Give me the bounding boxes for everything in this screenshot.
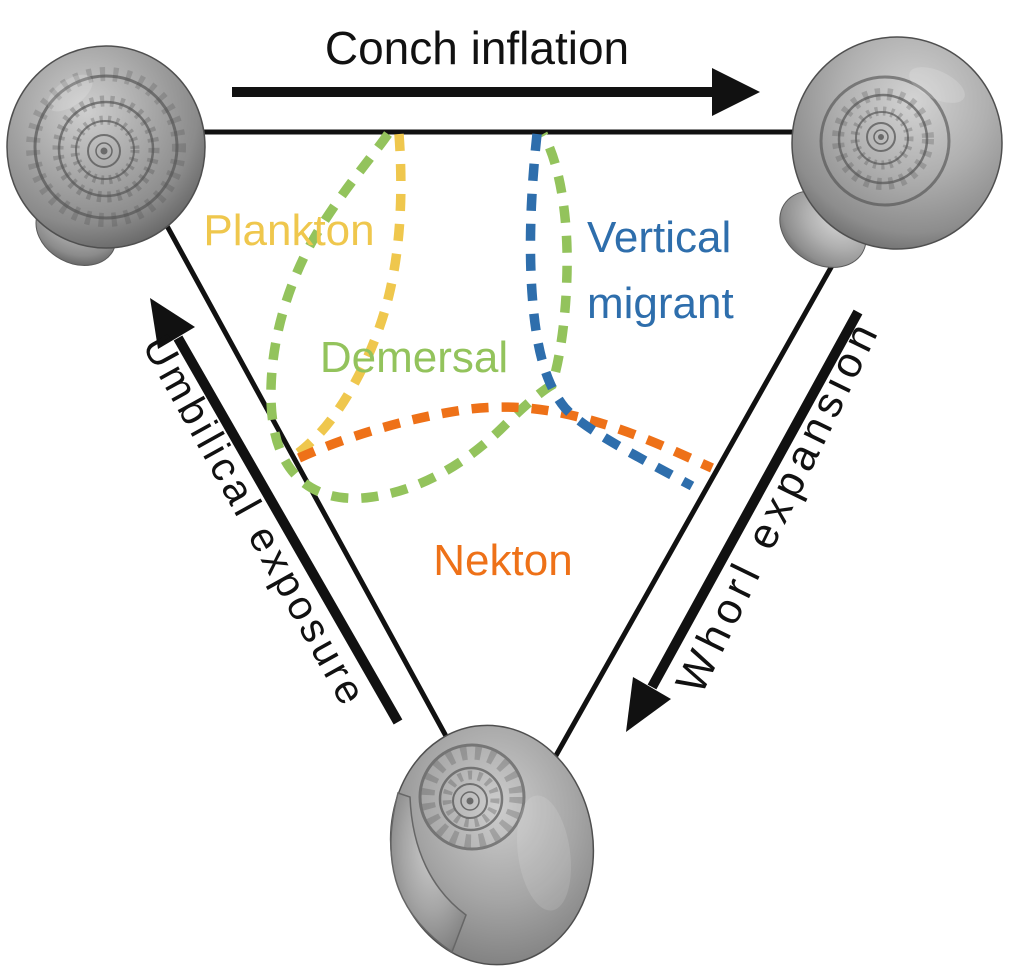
region-boundaries xyxy=(266,131,714,504)
plankton-label: Plankton xyxy=(203,206,374,255)
conch-inflation-axis-label: Conch inflation xyxy=(325,22,629,74)
triangle-left-edge xyxy=(117,138,473,782)
conch-inflation-arrow xyxy=(232,68,760,116)
nekton-label: Nekton xyxy=(433,536,572,585)
umbilical-exposure-arrow-shaft xyxy=(173,335,403,725)
vertical-migrant-label-line1: Vertical xyxy=(587,213,731,262)
demersal-boundary-curve xyxy=(266,131,572,504)
umbilical-exposure-arrow xyxy=(150,298,403,725)
whorl-expansion-arrowhead-icon xyxy=(626,677,671,732)
demersal-label: Demersal xyxy=(320,333,508,382)
umbilical-exposure-arrowhead-icon xyxy=(150,298,195,349)
inflated-involute-shell-icon xyxy=(779,36,1003,268)
whorl-expansion-arrow xyxy=(626,309,863,732)
expanded-whorl-shell-icon xyxy=(389,724,595,966)
conch-inflation-arrowhead-icon xyxy=(712,68,760,116)
whorl-expansion-arrow-shaft xyxy=(647,309,863,690)
evolute-serpenticone-shell-icon xyxy=(6,45,206,266)
plankton-boundary-curve xyxy=(295,133,406,457)
vertical-migrant-label-line2: migrant xyxy=(587,279,734,328)
vertical-migrant-boundary-curve xyxy=(525,133,695,491)
nekton-boundary-curve xyxy=(297,402,714,473)
